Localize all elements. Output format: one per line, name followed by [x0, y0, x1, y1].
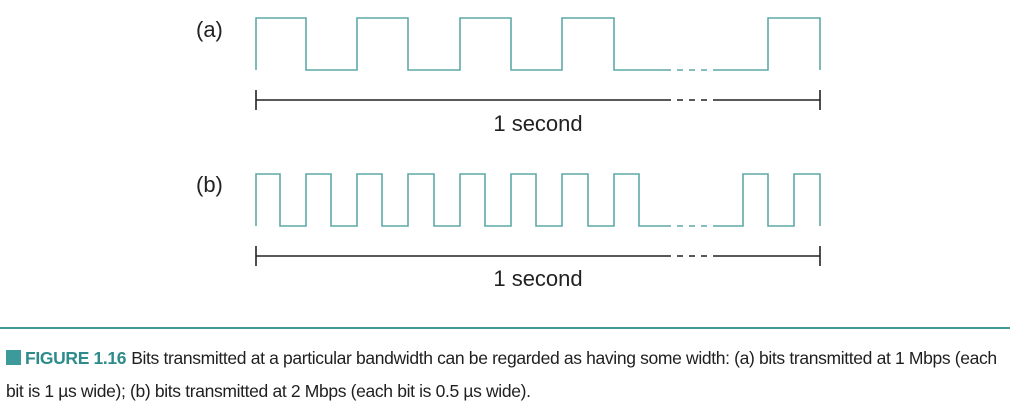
figure-label: FIGURE 1.16 [25, 348, 127, 368]
panel-b-duration-label: 1 second [493, 266, 582, 291]
panel-a-duration-bracket [255, 90, 821, 110]
panel-a-duration-label: 1 second [493, 111, 582, 136]
panel-a-waveform-tail [716, 17, 821, 71]
panel-a-label: (a) [196, 17, 223, 42]
panel-b-waveform-tail [716, 173, 821, 227]
panel-a: (a) 1 second [196, 17, 821, 136]
panel-b-label: (b) [196, 172, 223, 197]
panel-a-waveform [255, 17, 665, 71]
panel-b-waveform [255, 173, 665, 227]
figure-marker-icon [6, 350, 21, 365]
caption-divider [0, 327, 1010, 329]
panel-b-duration-bracket [255, 246, 821, 266]
bit-width-diagram: (a) 1 second (b) 1 second [196, 17, 821, 291]
panel-b: (b) 1 second [196, 172, 821, 291]
caption-text: Bits transmitted at a particular bandwid… [6, 348, 997, 401]
